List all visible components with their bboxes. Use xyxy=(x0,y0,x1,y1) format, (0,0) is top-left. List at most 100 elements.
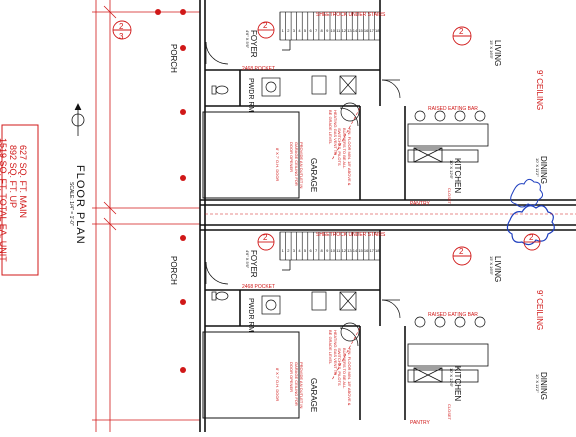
section-callouts xyxy=(112,20,541,266)
sink-icon xyxy=(261,75,357,315)
area-summary-line2: 892 SQ. FT. UP xyxy=(8,145,18,209)
drawing-scale: SCALE: 1/4" = 1'-0" xyxy=(68,182,74,226)
room-dim-kitchen: 10' X 12'6" xyxy=(449,368,454,387)
garage-outlet-note: PROVIDE AN OUTLET IN GARAGE CEILING FOR … xyxy=(289,142,304,189)
detail-ref-number: 2 xyxy=(529,233,534,242)
detail-ref-number: 2 xyxy=(263,233,268,242)
stair-step-number: 18 xyxy=(375,248,380,253)
stair-step-number: 8 xyxy=(321,28,324,33)
dimension-strings xyxy=(92,0,200,432)
garage-outlet-note: PROVIDE AN OUTLET IN GARAGE CEILING FOR … xyxy=(289,362,304,409)
stair-step-number: 10 xyxy=(331,248,336,253)
stair-step-number: 9 xyxy=(326,248,329,253)
detail-ref-number: 2 xyxy=(263,21,268,30)
ceiling-height-label: 9' CEILING xyxy=(535,70,544,111)
pantry-label: PANTRY xyxy=(410,201,430,207)
stair-step-number: 14 xyxy=(353,248,358,253)
drawing-title: FLOOR PLAN xyxy=(74,165,86,245)
room-label-living: LIVING xyxy=(493,40,502,67)
stair-step-number: 3 xyxy=(293,28,296,33)
room-label-garage: GARAGE xyxy=(309,158,318,193)
pocket-door-label: 2468 POCKET xyxy=(242,284,275,290)
stair-step-number: 7 xyxy=(315,28,318,33)
stair-step-number: 15 xyxy=(358,28,363,33)
gas-vent-note: HEATING GAS VENT TO BE GRADE LEVEL xyxy=(328,110,338,156)
raised-bar-label: RAISED EATING BAR xyxy=(428,312,478,318)
area-summary-line3: 1519 SQ. FT. TOTAL EA. UNIT xyxy=(0,138,8,262)
north-arrow-icon xyxy=(71,103,85,136)
stair-step-number: 17 xyxy=(369,248,374,253)
kitchen-counter xyxy=(407,123,489,383)
garage-slab-lower xyxy=(202,331,300,419)
stair-step-number: 2 xyxy=(287,28,290,33)
stair-step-number: 7 xyxy=(315,248,318,253)
stair-step-number: 12 xyxy=(342,248,347,253)
stair-step-number: 18 xyxy=(375,28,380,33)
stair-note-label: SHEETROCK UNDER STAIRS xyxy=(316,232,386,238)
stair-step-number: 6 xyxy=(309,28,312,33)
stair-step-number: 1 xyxy=(282,28,285,33)
room-dim-dining: 10' X 11'2" xyxy=(535,158,540,177)
dimension-ticks xyxy=(155,9,186,373)
bar-stool-icons xyxy=(414,110,486,328)
stair-step-number: 9 xyxy=(326,28,329,33)
room-label-powder: PWDR RM xyxy=(247,78,254,113)
raised-bar-label: RAISED EATING BAR xyxy=(428,106,478,112)
fin-floor-note: FIN. FLOOR MIN. 18" ABOVE & BURNERS TO B… xyxy=(337,348,352,406)
stair-step-number: 4 xyxy=(298,248,301,253)
stair-step-number: 12 xyxy=(342,28,347,33)
room-dim-kitchen: 10' X 12'6" xyxy=(449,160,454,179)
room-label-kitchen: KITCHEN xyxy=(453,158,462,194)
structural-walls xyxy=(199,0,576,432)
stair-step-number: 1 xyxy=(282,248,285,253)
garage-door-note: 8' X 7' O.H. DOOR xyxy=(275,148,280,182)
area-summary-box xyxy=(1,124,39,276)
room-label-dining: DINING xyxy=(539,372,548,400)
stair-step-number: 6 xyxy=(309,248,312,253)
stair-step-number: 11 xyxy=(336,28,341,33)
stair-step-number: 5 xyxy=(304,248,307,253)
sheet-ref-number: 3 xyxy=(119,32,124,41)
room-label-porch: PORCH xyxy=(169,44,178,73)
garage-slab-upper xyxy=(202,111,300,199)
area-summary-line1: 627 SQ. FT. MAIN xyxy=(18,145,28,219)
stair-up-arrow xyxy=(282,40,291,271)
ceiling-height-label: 9' CEILING xyxy=(535,290,544,331)
toilet-icon xyxy=(211,85,229,301)
room-dim-foyer: 4'6" X 5'6" xyxy=(245,30,250,49)
stair-step-number: 11 xyxy=(336,248,341,253)
note-leaders xyxy=(205,107,576,381)
stair-step-number: 10 xyxy=(331,28,336,33)
room-dim-foyer: 4'6" X 5'6" xyxy=(245,250,250,269)
pocket-door-label: 2468 POCKET xyxy=(242,66,275,72)
detail-ref-number: 2 xyxy=(119,22,124,31)
closet-label: CLOSET xyxy=(447,404,452,421)
pantry-label: PANTRY xyxy=(410,420,430,426)
fin-floor-note: FIN. FLOOR MIN. 18" ABOVE & BURNERS TO B… xyxy=(337,128,352,186)
room-label-living: LIVING xyxy=(493,256,502,283)
stair-step-number: 16 xyxy=(364,28,369,33)
stair-step-number: 2 xyxy=(287,248,290,253)
room-dim-living: 15' X 16'5" xyxy=(489,40,494,59)
room-label-dining: DINING xyxy=(539,156,548,184)
room-dim-dining: 10' X 11'2" xyxy=(535,374,540,393)
stair-step-number: 13 xyxy=(347,248,352,253)
room-dim-living: 15' X 16'5" xyxy=(489,256,494,275)
closet-label: CLOSET xyxy=(447,188,452,205)
room-label-foyer: FOYER xyxy=(249,250,258,278)
stair-step-number: 4 xyxy=(298,28,301,33)
stair-step-number: 17 xyxy=(369,28,374,33)
room-label-porch: PORCH xyxy=(169,256,178,285)
stair-step-number: 3 xyxy=(293,248,296,253)
detail-ref-number: 2 xyxy=(459,27,464,36)
room-label-garage: GARAGE xyxy=(309,378,318,413)
stair-step-number: 16 xyxy=(364,248,369,253)
detail-ref-number: 2 xyxy=(459,247,464,256)
door-swings xyxy=(205,41,401,347)
room-label-powder: PWDR RM xyxy=(247,298,254,333)
water-heater-icon xyxy=(340,102,360,342)
stair-step-number: 5 xyxy=(304,28,307,33)
